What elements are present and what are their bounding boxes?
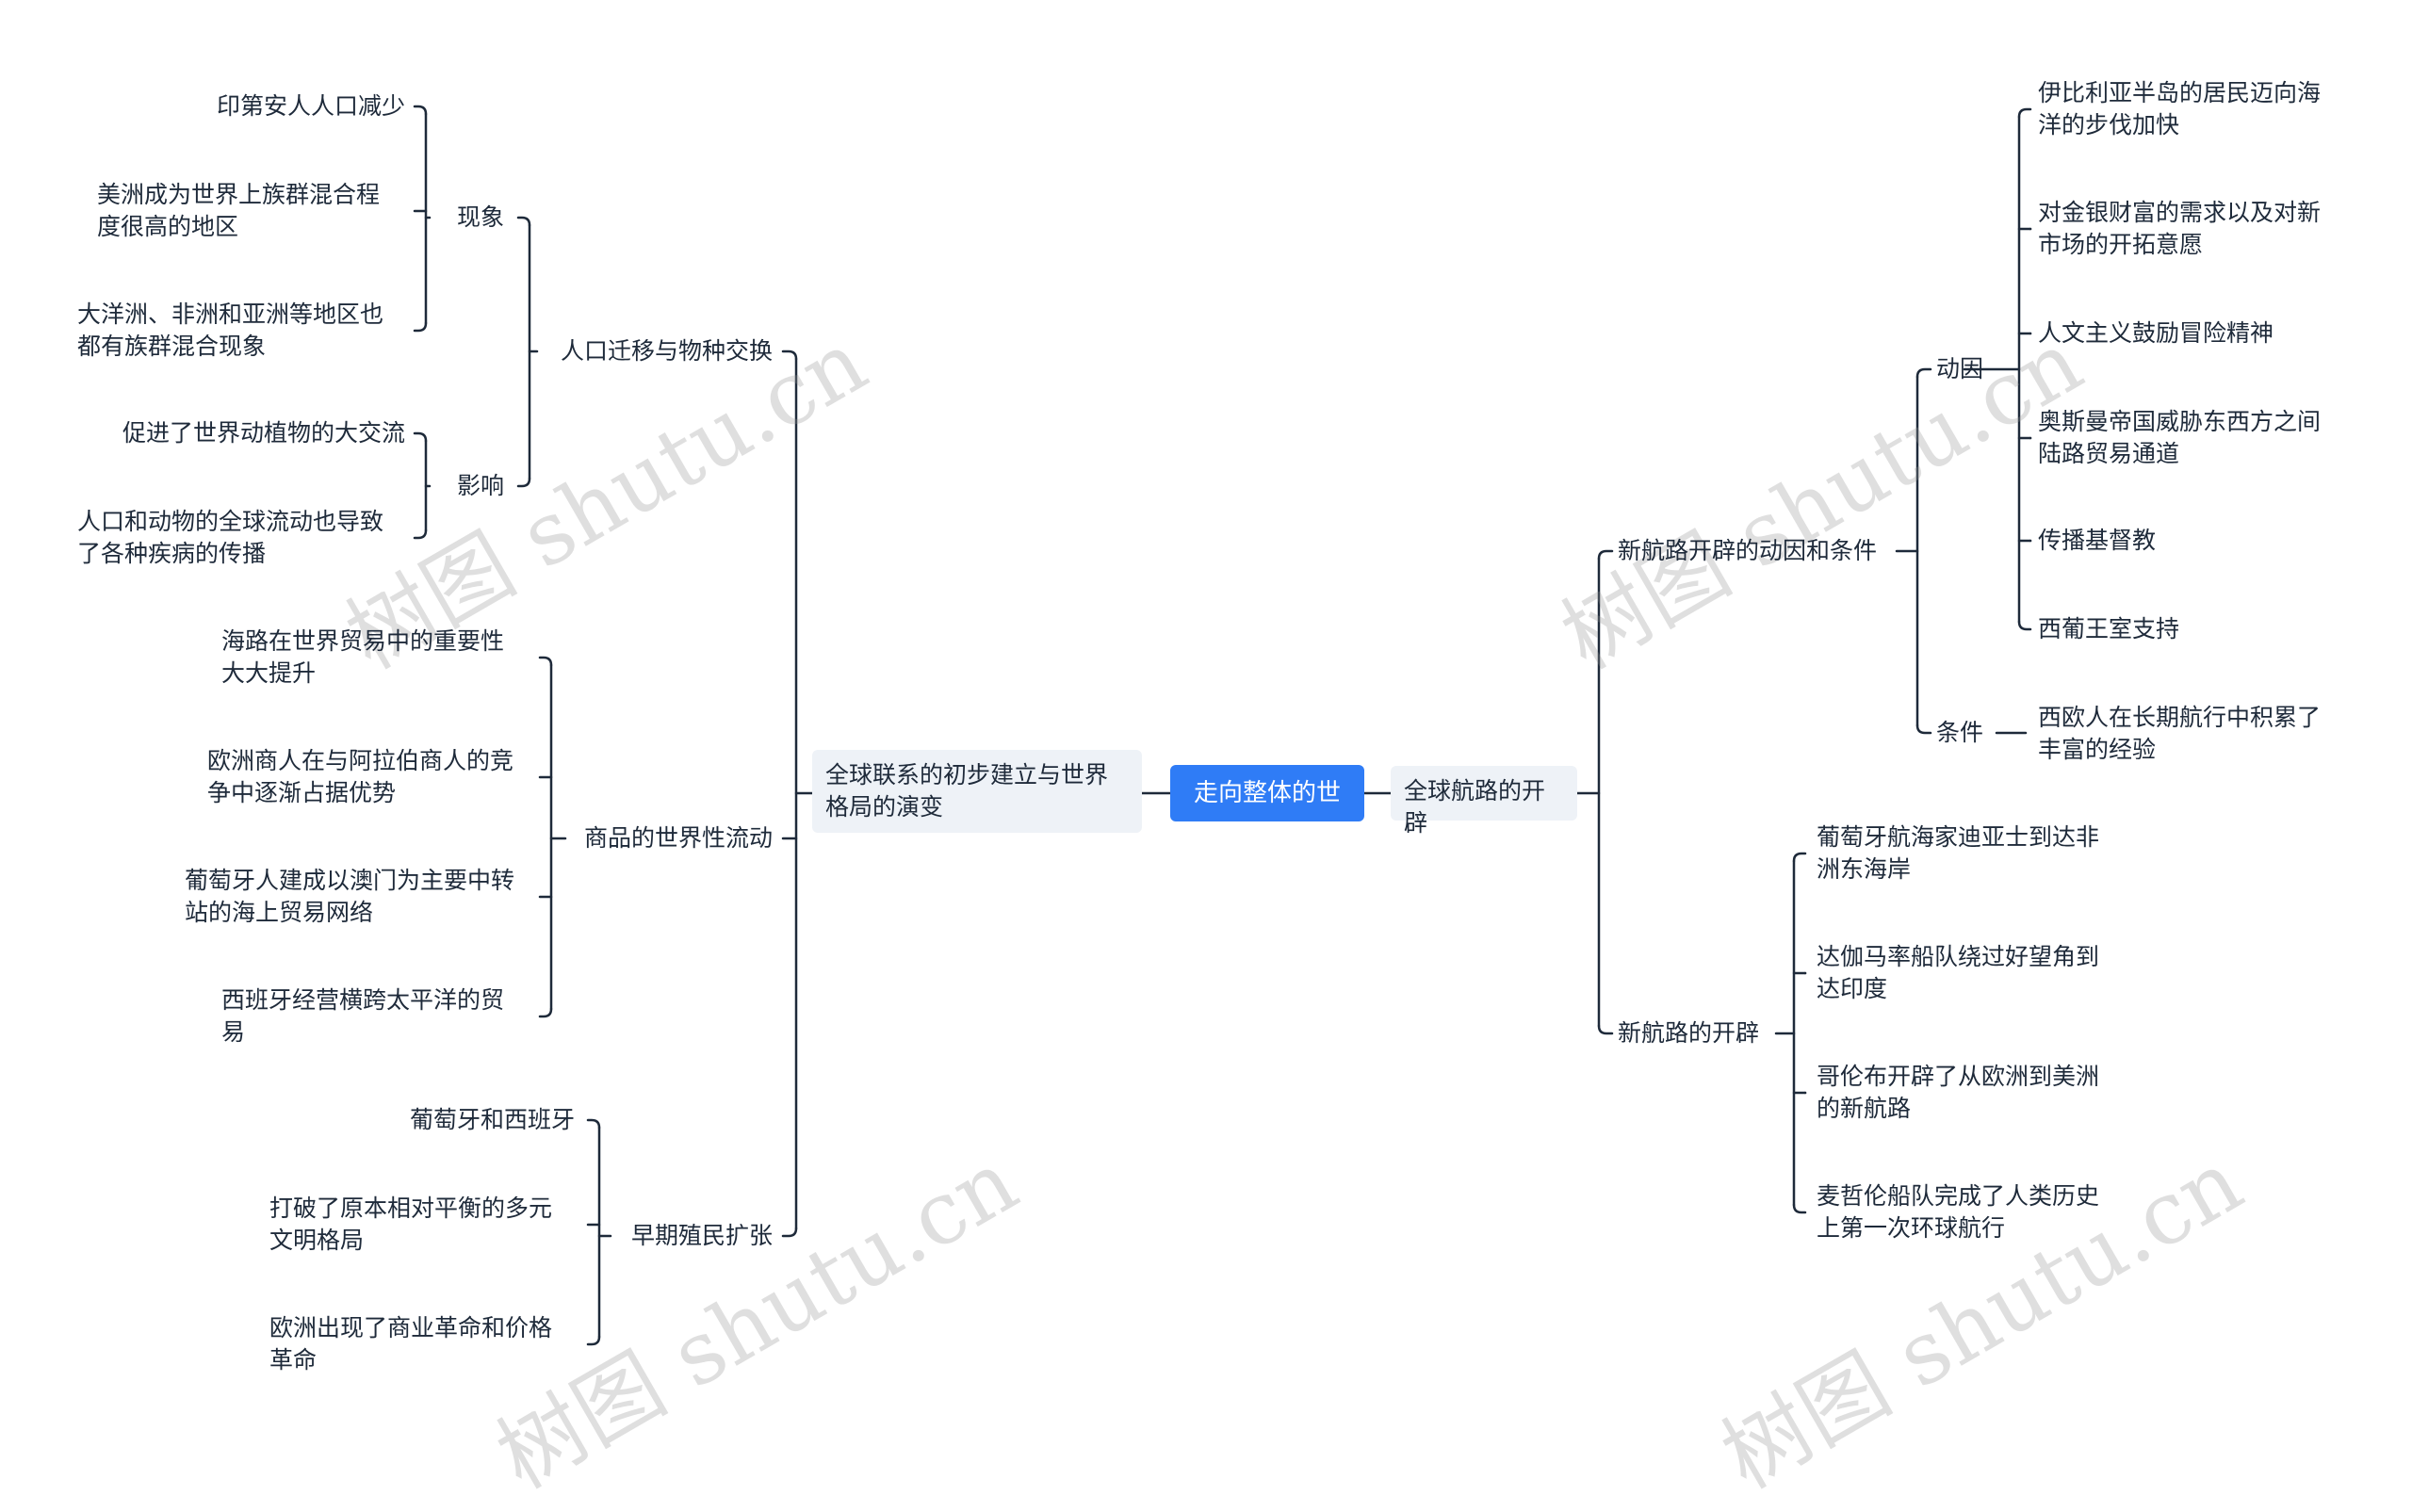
connector-line <box>586 1118 601 1130</box>
conditions-node[interactable]: 条件 <box>1936 719 1984 746</box>
connector-line <box>781 1227 798 1238</box>
connector-line <box>538 656 553 667</box>
leaf: 人文主义鼓励冒险精神 <box>2038 319 2274 347</box>
leaf: 葡萄牙和西班牙 <box>409 1106 575 1133</box>
leaf: 欧洲出现了商业革命和价格 革命 <box>269 1314 553 1374</box>
mindmap-canvas: 树图 shutu.cn 树图 shutu.cn 树图 shutu.cn 树图 s… <box>77 79 2322 1508</box>
leaf: 西葡王室支持 <box>2038 615 2180 642</box>
connector-line <box>1915 723 1932 735</box>
goods-node[interactable]: 商品的世界性流动 <box>583 824 773 852</box>
connector-line <box>413 431 428 443</box>
connector-line <box>1597 1024 1614 1035</box>
leaf: 奥斯曼帝国威胁东西方之间 陆路贸易通道 <box>2038 408 2322 467</box>
connector-line <box>1792 1203 1807 1214</box>
right-main-node[interactable]: 全球航路的开辟 <box>1391 766 1577 837</box>
connector-line <box>1597 549 1614 561</box>
root-node[interactable]: 走向整体的世界 <box>1170 765 1364 864</box>
connector-lines <box>413 105 2032 1346</box>
connector-line <box>781 350 798 361</box>
leaf: 海路在世界贸易中的重要性 大大提升 <box>221 627 505 687</box>
leaf: 葡萄牙人建成以澳门为主要中转 站的海上贸易网络 <box>185 867 515 926</box>
phenomena-node[interactable]: 现象 <box>456 203 504 231</box>
connector-line <box>516 477 531 488</box>
leaf: 达伽马率船队绕过好望角到 达印度 <box>1817 943 2100 1002</box>
connector-line <box>413 321 428 333</box>
connector-line <box>1915 367 1932 379</box>
connector-line <box>413 528 428 540</box>
leaf: 传播基督教 <box>2038 527 2157 554</box>
leaf: 打破了原本相对平衡的多元 文明格局 <box>269 1195 553 1254</box>
leaf: 欧洲商人在与阿拉伯商人的竞 争中逐渐占据优势 <box>207 747 514 806</box>
connector-line <box>516 216 531 227</box>
migration-node[interactable]: 人口迁移与物种交换 <box>560 337 773 365</box>
left-main-node[interactable]: 全球联系的初步建立与世界 格局的演变 <box>812 750 1142 833</box>
motives-node[interactable]: 动因 <box>1936 355 1984 382</box>
leaf: 大洋洲、非洲和亚洲等地区也 都有族群混合现象 <box>77 301 384 360</box>
leaf: 伊比利亚半岛的居民迈向海 洋的步伐加快 <box>2038 79 2322 138</box>
opening-node[interactable]: 新航路的开辟 <box>1618 1019 1760 1047</box>
leaf: 葡萄牙航海家迪亚士到达非 洲东海岸 <box>1817 823 2100 883</box>
leaf: 美洲成为世界上族群混合程 度很高的地区 <box>97 181 381 240</box>
connector-line <box>413 105 428 116</box>
leaf: 促进了世界动植物的大交流 <box>122 419 405 447</box>
connector-line <box>1792 852 1807 863</box>
connector-line <box>2017 107 2032 119</box>
colonial-node[interactable]: 早期殖民扩张 <box>630 1222 773 1249</box>
leaf: 麦哲伦船队完成了人类历史 上第一次环球航行 <box>1817 1182 2100 1242</box>
connector-line <box>586 1335 601 1346</box>
leaf: 西欧人在长期航行中积累了 丰富的经验 <box>2038 704 2322 763</box>
leaf: 人口和动物的全球流动也导致 了各种疾病的传播 <box>77 508 384 567</box>
connector-line <box>2017 620 2032 631</box>
leaf: 哥伦布开辟了从欧洲到美洲 的新航路 <box>1817 1063 2100 1122</box>
leaf: 印第安人人口减少 <box>216 92 405 120</box>
impact-node[interactable]: 影响 <box>456 472 504 499</box>
leaf: 对金银财富的需求以及对新 市场的开拓意愿 <box>2038 199 2322 258</box>
causes-node[interactable]: 新航路开辟的动因和条件 <box>1618 537 1878 564</box>
connector-line <box>538 1007 553 1018</box>
leaf: 西班牙经营横跨太平洋的贸 易 <box>221 986 505 1046</box>
